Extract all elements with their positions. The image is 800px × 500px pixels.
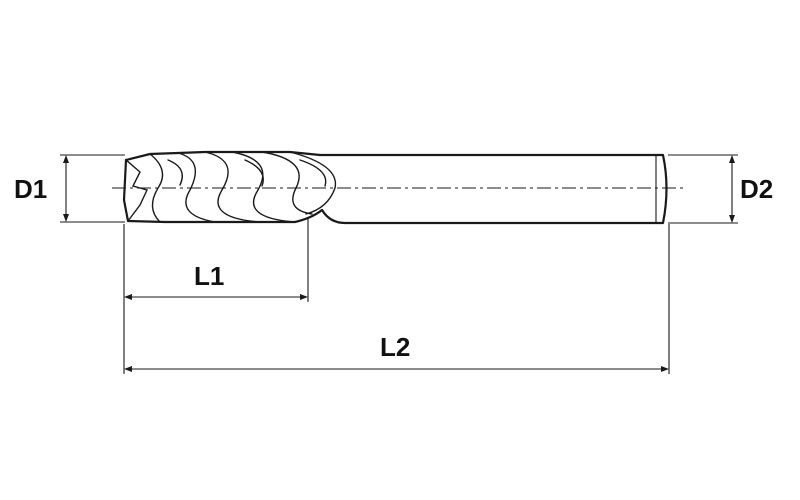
l2-arrow-left [124,366,132,372]
flute-6 [289,151,337,215]
l2-arrow-right [661,366,669,372]
l1-dimension: L1 [123,218,309,374]
d2-label: D2 [740,174,773,204]
d1-label: D1 [14,174,47,204]
d1-arrow-bottom [63,214,69,222]
cutting-edge-bottom [122,158,324,224]
cutting-edge-top [124,150,322,162]
l1-label: L1 [194,261,224,291]
tip-detail [125,159,148,222]
shank-outline [318,153,668,225]
d2-arrow-top [729,155,735,163]
d2-arrow-bottom [729,215,735,223]
l2-dimension: L2 [124,224,670,374]
flute-3 [204,151,261,223]
flute-2 [177,152,216,223]
d2-dimension: D2 [668,154,773,224]
flute-shade-2 [244,159,264,187]
end-mill-tool [122,150,668,225]
flute-shade-3 [299,159,327,187]
l1-arrow-right [300,294,308,300]
l2-label: L2 [380,332,410,362]
flute-4 [231,151,296,223]
d1-arrow-top [63,155,69,163]
d1-dimension: D1 [14,154,125,223]
flute-shade-1 [167,159,183,186]
l1-arrow-left [124,294,132,300]
